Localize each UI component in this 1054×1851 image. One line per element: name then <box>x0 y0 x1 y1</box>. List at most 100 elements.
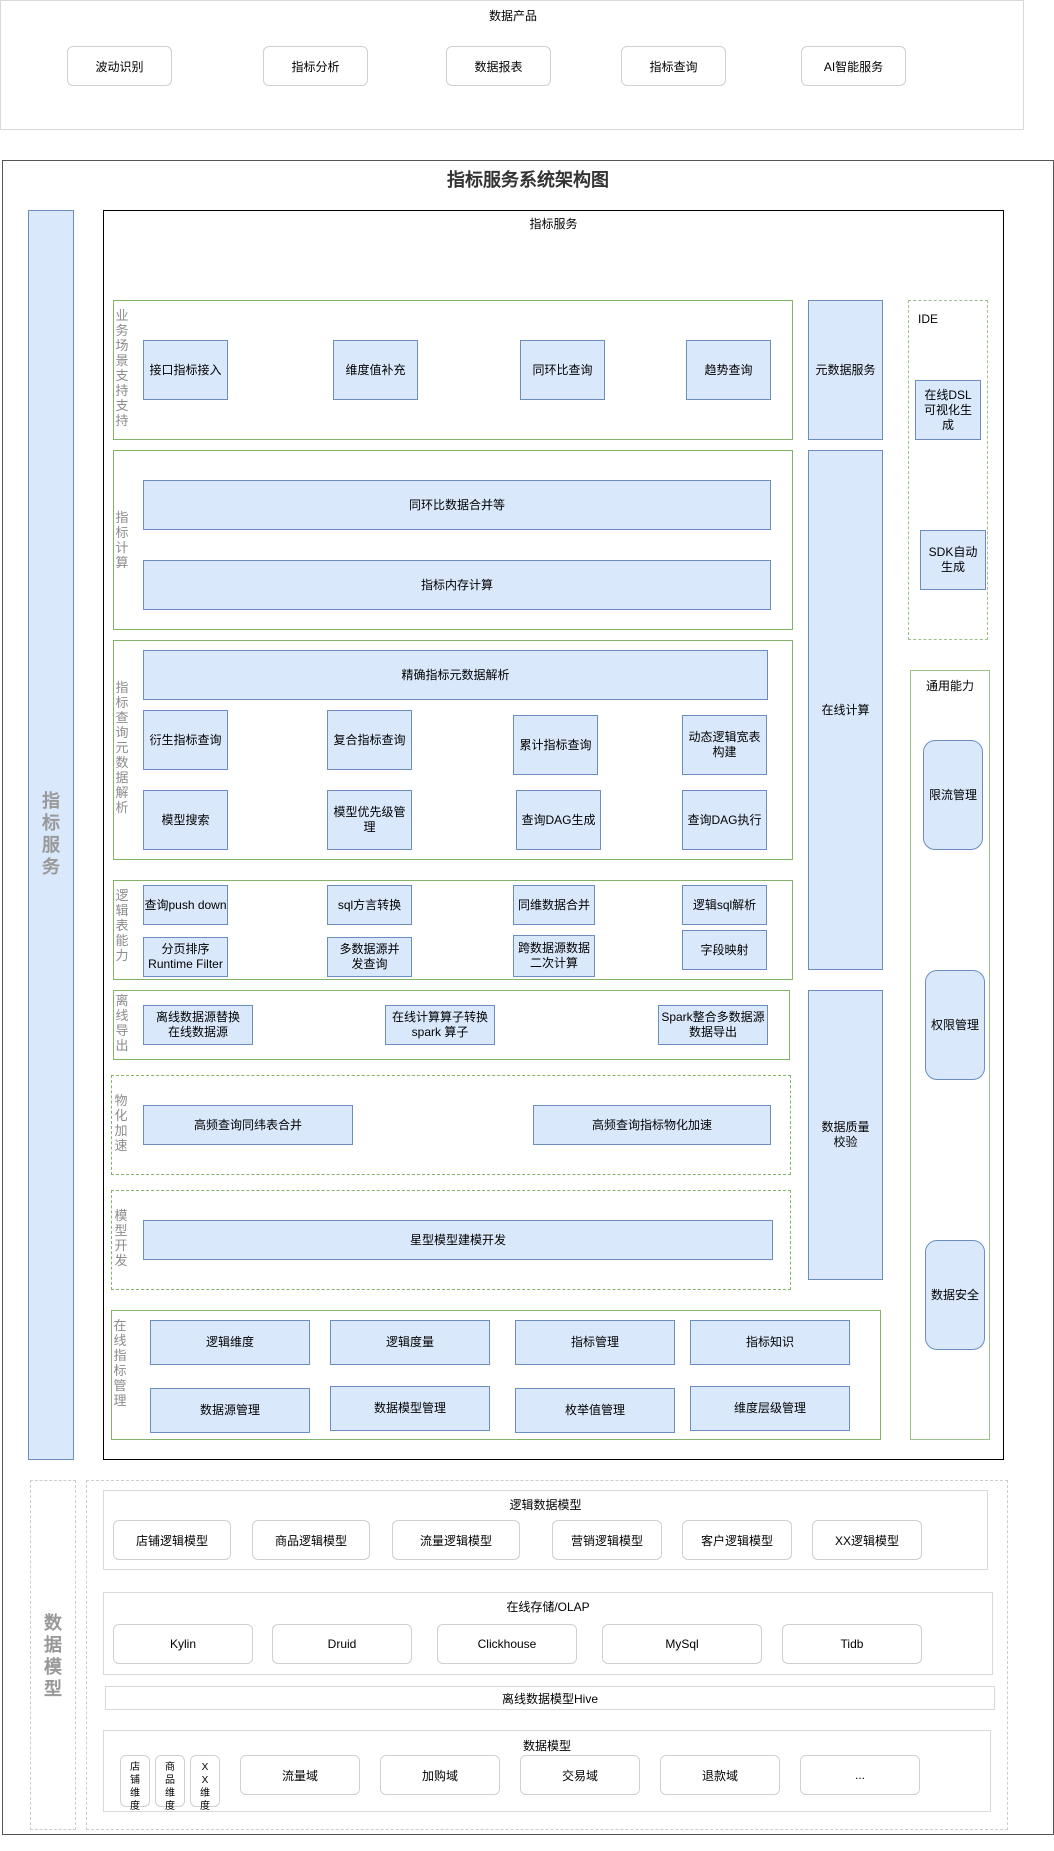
materialize-section <box>111 1075 791 1175</box>
architecture-title: 指标服务系统架构图 <box>447 170 609 190</box>
data-products-title: 数据产品 <box>488 9 537 23</box>
logical-marketing-model[interactable]: 营销逻辑模型 <box>552 1520 662 1560</box>
ide-dsl-visual[interactable]: 在线DSL可视化生成 <box>915 380 981 440</box>
data-model-side-label: 数据模型 <box>44 1613 62 1699</box>
parse-dag-generate[interactable]: 查询DAG生成 <box>516 790 601 850</box>
metric-service-side-label: 指标服务 <box>42 791 60 877</box>
biz-dimension-fill[interactable]: 维度值补充 <box>333 340 418 400</box>
mgmt-logic-measure[interactable]: 逻辑度量 <box>330 1320 490 1365</box>
dim-xx-box[interactable] <box>190 1755 220 1807</box>
dim-shop-box[interactable] <box>120 1755 150 1807</box>
product-fluctuation-detect[interactable]: 波动识别 <box>67 46 172 86</box>
mgmt-data-model[interactable]: 数据模型管理 <box>330 1386 490 1431</box>
metric-service-title: 指标服务 <box>529 217 578 231</box>
domain-add-cart[interactable]: 加购域 <box>380 1755 500 1795</box>
dim-xx-label: XX维度 <box>200 1762 210 1812</box>
ide-sdk-generate[interactable]: SDK自动生成 <box>920 530 986 590</box>
product-data-report[interactable]: 数据报表 <box>446 46 551 86</box>
logic-table-section <box>113 880 793 980</box>
mgmt-enum-value[interactable]: 枚举值管理 <box>515 1388 675 1433</box>
logic-push-down[interactable]: 查询push down <box>143 885 228 925</box>
logical-product-model[interactable]: 商品逻辑模型 <box>252 1520 370 1560</box>
calc-in-memory[interactable]: 指标内存计算 <box>143 560 771 610</box>
calc-yoy-merge[interactable]: 同环比数据合并等 <box>143 480 771 530</box>
common-data-security[interactable]: 数据安全 <box>925 1240 985 1350</box>
common-permission[interactable]: 权限管理 <box>925 970 985 1080</box>
dim-product-label: 商品维度 <box>165 1762 175 1812</box>
metric-calc-label: 指标计算 <box>115 510 129 570</box>
ide-section <box>908 300 988 640</box>
offline-export-section <box>113 990 790 1060</box>
parse-precise-metadata[interactable]: 精确指标元数据解析 <box>143 650 768 700</box>
biz-api-metric-access[interactable]: 接口指标接入 <box>143 340 228 400</box>
common-capability-section <box>910 670 990 1440</box>
parse-dynamic-wide-table[interactable]: 动态逻辑宽表构建 <box>682 715 767 775</box>
parse-composite-query[interactable]: 复合指标查询 <box>327 710 412 770</box>
logic-sql-dialect[interactable]: sql方言转换 <box>327 885 412 925</box>
model-dev-section <box>111 1190 791 1290</box>
logic-paging-runtime-filter[interactable]: 分页排序 Runtime Filter <box>143 937 228 977</box>
online-compute[interactable]: 在线计算 <box>808 450 883 970</box>
data-model-side-box <box>30 1480 76 1830</box>
common-rate-limit[interactable]: 限流管理 <box>923 740 983 850</box>
biz-trend-query[interactable]: 趋势查询 <box>686 340 771 400</box>
parse-model-priority[interactable]: 模型优先级管理 <box>327 790 412 850</box>
parse-derived-query[interactable]: 衍生指标查询 <box>143 710 228 770</box>
parse-dag-execute[interactable]: 查询DAG执行 <box>682 790 767 850</box>
domain-more[interactable]: ... <box>800 1755 920 1795</box>
biz-yoy-query[interactable]: 同环比查询 <box>520 340 605 400</box>
logical-customer-model[interactable]: 客户逻辑模型 <box>682 1520 792 1560</box>
domain-traffic[interactable]: 流量域 <box>240 1755 360 1795</box>
parse-cumulative-query[interactable]: 累计指标查询 <box>513 715 598 775</box>
parse-model-search[interactable]: 模型搜索 <box>143 790 228 850</box>
biz-support-section <box>113 300 793 440</box>
base-model-title: 数据模型 <box>522 1739 571 1753</box>
logical-shop-model[interactable]: 店铺逻辑模型 <box>113 1520 231 1560</box>
product-metric-query[interactable]: 指标查询 <box>621 46 726 86</box>
logic-field-mapping[interactable]: 字段映射 <box>682 930 767 970</box>
online-metric-mgmt-label: 在线指标管理 <box>113 1318 127 1408</box>
olap-tidb[interactable]: Tidb <box>782 1624 922 1664</box>
offline-spark-operator[interactable]: 在线计算算子转换 spark 算子 <box>385 1005 495 1045</box>
logic-cross-source-compute[interactable]: 跨数据源数据二次计算 <box>513 935 595 977</box>
mgmt-dimension-hierarchy[interactable]: 维度层级管理 <box>690 1386 850 1431</box>
logical-xx-model[interactable]: XX逻辑模型 <box>812 1520 922 1560</box>
product-metric-analysis[interactable]: 指标分析 <box>263 46 368 86</box>
ide-title: IDE <box>918 312 939 326</box>
materialize-table-merge[interactable]: 高频查询同纬表合并 <box>143 1105 353 1145</box>
metadata-parse-label: 指标查询元数据解析 <box>115 680 129 815</box>
logic-table-label: 逻辑表能力 <box>115 888 129 963</box>
metric-service-side-bar <box>28 210 74 1460</box>
online-metric-mgmt-section <box>111 1310 881 1440</box>
domain-refund[interactable]: 退款域 <box>660 1755 780 1795</box>
logical-traffic-model[interactable]: 流量逻辑模型 <box>392 1520 520 1560</box>
materialize-metric-accel[interactable]: 高频查询指标物化加速 <box>533 1105 771 1145</box>
product-ai-service[interactable]: AI智能服务 <box>801 46 906 86</box>
data-quality-check[interactable]: 数据质量 校验 <box>808 990 883 1280</box>
olap-clickhouse[interactable]: Clickhouse <box>437 1624 577 1664</box>
model-dev-label: 模型开发 <box>114 1208 128 1268</box>
logic-same-dim-merge[interactable]: 同维数据合并 <box>513 885 595 925</box>
mgmt-metric-management[interactable]: 指标管理 <box>515 1320 675 1365</box>
metric-calc-section <box>113 450 793 630</box>
olap-kylin[interactable]: Kylin <box>113 1624 253 1664</box>
olap-mysql[interactable]: MySql <box>602 1624 762 1664</box>
model-dev-star-schema[interactable]: 星型模型建模开发 <box>143 1220 773 1260</box>
mgmt-datasource[interactable]: 数据源管理 <box>150 1388 310 1433</box>
biz-support-label: 业务场景支持支持 <box>115 308 129 428</box>
dim-product-box[interactable] <box>155 1755 185 1807</box>
olap-druid[interactable]: Druid <box>272 1624 412 1664</box>
hive-panel[interactable] <box>105 1686 995 1710</box>
offline-source-replace[interactable]: 离线数据源替换 在线数据源 <box>143 1005 253 1045</box>
data-model-frame <box>86 1480 1008 1830</box>
common-capability-title: 通用能力 <box>925 679 974 693</box>
logic-sql-parse[interactable]: 逻辑sql解析 <box>682 885 767 925</box>
domain-trade[interactable]: 交易域 <box>520 1755 640 1795</box>
logic-multi-source-concurrent[interactable]: 多数据源并发查询 <box>327 937 412 977</box>
olap-title: 在线存储/OLAP <box>506 1600 590 1614</box>
mgmt-logic-dimension[interactable]: 逻辑维度 <box>150 1320 310 1365</box>
mgmt-metric-knowledge[interactable]: 指标知识 <box>690 1320 850 1365</box>
materialize-label: 物化加速 <box>114 1093 128 1153</box>
metadata-service[interactable]: 元数据服务 <box>808 300 883 440</box>
offline-spark-export[interactable]: Spark整合多数据源 数据导出 <box>658 1005 768 1045</box>
